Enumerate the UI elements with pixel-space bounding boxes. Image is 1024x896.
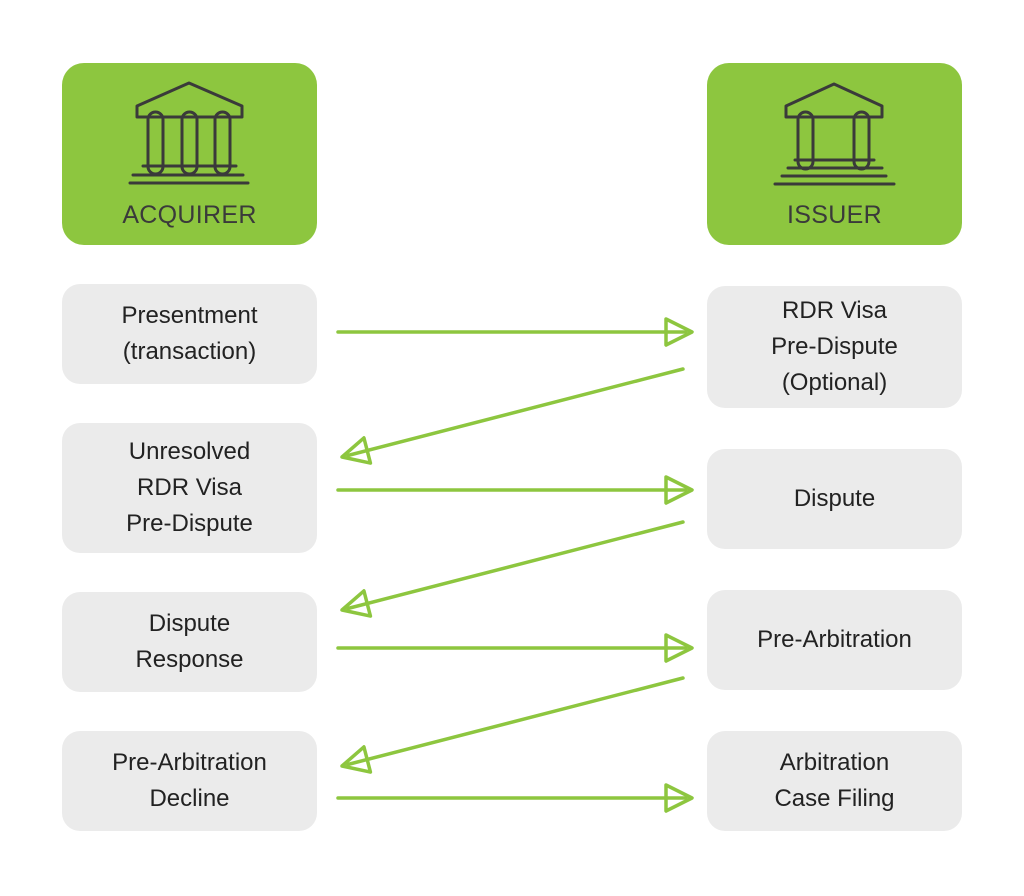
step-line: RDR Visa — [137, 474, 242, 501]
step-line: Dispute — [793, 485, 876, 512]
step-line: Dispute — [148, 610, 231, 637]
acquirer-step-pre-arbitration-decline: Pre-Arbitration Decline — [62, 731, 317, 831]
acquirer-step-unresolved-pre-dispute: Unresolved RDR Visa Pre-Dispute — [62, 423, 317, 553]
flow-arrow-left — [340, 520, 685, 618]
step-line: Arbitration — [779, 749, 890, 776]
step-line: Pre-Dispute — [126, 510, 253, 537]
arrow-head-icon — [664, 475, 694, 505]
arrow-head-icon — [340, 436, 373, 465]
flow-arrow-right — [336, 633, 694, 663]
arrow-head-icon — [340, 589, 373, 618]
step-line: (Optional) — [781, 369, 888, 396]
arrow-head-icon — [340, 745, 373, 774]
arrow-line — [346, 676, 685, 767]
step-line: Pre-Arbitration — [112, 749, 267, 776]
acquirer-step-presentment: Presentment (transaction) — [62, 284, 317, 384]
flow-arrow-right — [336, 783, 694, 813]
issuer-label: ISSUER — [787, 201, 882, 229]
step-line: RDR Visa — [782, 297, 887, 324]
bank-building-icon — [773, 82, 896, 186]
flow-arrow-right — [336, 475, 694, 505]
issuer-step-rdr-pre-dispute: RDR Visa Pre-Dispute (Optional) — [707, 286, 962, 408]
bank-building-icon — [128, 81, 250, 185]
issuer-step-arbitration-case-filing: Arbitration Case Filing — [707, 731, 962, 831]
issuer-step-pre-arbitration: Pre-Arbitration — [707, 590, 962, 690]
acquirer-step-dispute-response: Dispute Response — [62, 592, 317, 692]
step-line: Case Filing — [774, 785, 895, 812]
step-line: Unresolved — [128, 438, 251, 465]
arrow-line — [346, 520, 685, 611]
arrow-line — [346, 367, 685, 458]
issuer-header: ISSUER — [707, 63, 962, 245]
step-line: Response — [135, 646, 244, 673]
arrow-head-icon — [664, 783, 694, 813]
issuer-step-dispute: Dispute — [707, 449, 962, 549]
step-line: (transaction) — [122, 338, 257, 365]
arrow-head-icon — [664, 633, 694, 663]
step-line: Decline — [149, 785, 230, 812]
flow-arrow-left — [340, 676, 685, 774]
flow-arrow-right — [336, 317, 694, 347]
acquirer-header: ACQUIRER — [62, 63, 317, 245]
flow-arrow-left — [340, 367, 685, 465]
arrow-head-icon — [664, 317, 694, 347]
step-line: Pre-Arbitration — [757, 626, 912, 653]
acquirer-label: ACQUIRER — [122, 201, 257, 229]
step-line: Presentment — [121, 302, 258, 329]
step-line: Pre-Dispute — [771, 333, 898, 360]
